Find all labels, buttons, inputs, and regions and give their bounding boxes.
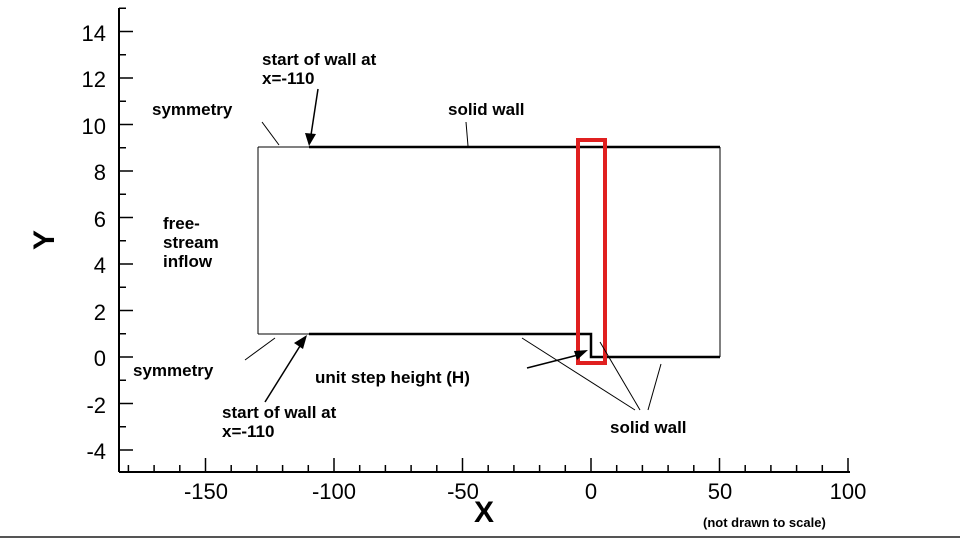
symmetry-bottom-pointer <box>244 337 276 361</box>
symmetry-top-pointer <box>261 121 280 146</box>
axes: -150 -100 -50 0 50 100 -4 -2 0 2 4 6 8 1… <box>28 7 867 529</box>
wall-start-top-arrowhead <box>305 133 316 146</box>
step-highlight-box <box>576 138 607 365</box>
x-tick-label: 100 <box>830 479 867 504</box>
freestream-inflow-label: stream <box>163 233 219 252</box>
symmetry-bottom-label: symmetry <box>133 361 214 380</box>
solid-wall-pointer-1 <box>521 337 636 411</box>
y-ticks <box>119 7 133 451</box>
wall-start-bottom-label: start of wall at <box>222 403 337 422</box>
y-tick-label: 10 <box>82 114 106 139</box>
wall-start-top-label: start of wall at <box>262 50 377 69</box>
not-to-scale-note: (not drawn to scale) <box>703 515 826 530</box>
y-tick-label: -4 <box>86 439 106 464</box>
x-ticks <box>127 458 849 472</box>
wall-start-bottom-arrowhead <box>294 335 307 349</box>
y-tick-label: 2 <box>94 300 106 325</box>
y-tick-label: 4 <box>94 253 106 278</box>
y-tick-label: 0 <box>94 346 106 371</box>
symmetry-top-label: symmetry <box>152 100 233 119</box>
step-height-label: unit step height (H) <box>315 368 470 387</box>
y-tick-label: -2 <box>86 393 106 418</box>
x-axis-title: X <box>474 496 494 529</box>
annotation-labels: start of wall at x=-110 symmetry solid w… <box>133 50 826 530</box>
solid-wall-pointer-2 <box>599 341 641 411</box>
x-tick-label: -150 <box>184 479 228 504</box>
solid-wall-pointer-3 <box>647 363 662 411</box>
flow-domain <box>257 138 721 365</box>
y-tick-label: 14 <box>82 21 106 46</box>
wall-start-bottom-label: x=-110 <box>222 422 274 441</box>
x-tick-label: -100 <box>312 479 356 504</box>
y-tick-label: 8 <box>94 160 106 185</box>
y-tick-label: 12 <box>82 67 106 92</box>
annotation-pointers <box>244 88 662 411</box>
y-axis-title: Y <box>28 230 61 250</box>
y-tick-label: 6 <box>94 207 106 232</box>
freestream-inflow-label: inflow <box>163 252 213 271</box>
x-tick-label: 0 <box>585 479 597 504</box>
wall-start-top-arrow <box>310 88 319 136</box>
step-height-pointer <box>526 354 579 369</box>
step-height-arrowhead <box>574 350 588 360</box>
freestream-inflow-label: free- <box>163 214 200 233</box>
x-tick-label: -50 <box>447 479 479 504</box>
wall-start-top-label: x=-110 <box>262 69 314 88</box>
x-tick-label: 50 <box>708 479 732 504</box>
solid-wall-top-pointer <box>465 121 469 147</box>
bottom-step-wall <box>309 332 720 359</box>
solid-wall-bottom-label: solid wall <box>610 418 687 437</box>
solid-wall-top-label: solid wall <box>448 100 525 119</box>
wall-start-bottom-arrow <box>264 345 301 403</box>
